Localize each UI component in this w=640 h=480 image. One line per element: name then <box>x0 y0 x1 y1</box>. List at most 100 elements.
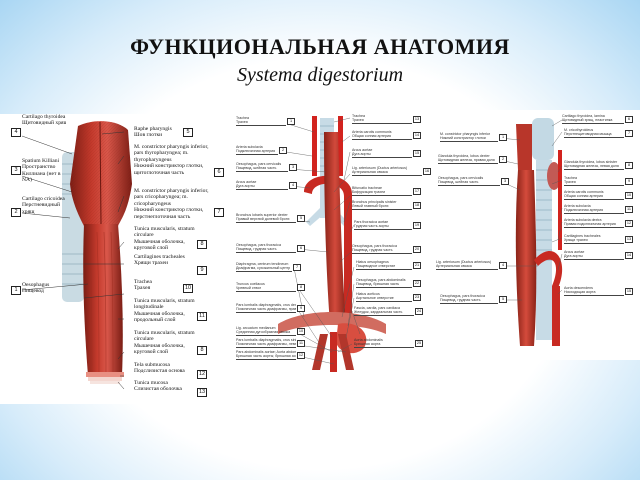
label-russian: Щитовидный хрящ, пластинка <box>562 118 613 123</box>
label-number: 1 <box>287 118 295 125</box>
label-number: 8 <box>197 240 207 249</box>
label-number: 16 <box>423 168 431 175</box>
slide-title: ФУНКЦИОНАЛЬНАЯ АНАТОМИЯ <box>130 34 510 59</box>
label-thyropharyngeus: M. constrictor pharyngis inferior, pars … <box>134 144 209 176</box>
label-russian: Пищевод, грудная часть <box>352 248 393 253</box>
anatomy-label: Lig. arteriosum (Ductus arteriosus)Артер… <box>352 166 422 177</box>
label-cricopharyngeus: M. constrictor pharyngis inferior, pars … <box>134 188 209 220</box>
label-number: 2 <box>499 156 507 163</box>
label-latin: Fascia, cardia, pars cardiaca <box>354 306 400 310</box>
label-latin: Arcus aortae <box>564 250 585 254</box>
label-number: 9 <box>625 178 633 185</box>
label-russian: Брюшная часть аорты; брюшная аорта <box>236 354 296 359</box>
label-latin: Glandula thyroidea, lobus sinister <box>564 160 618 164</box>
label-latin: Arteria subclavia dextra <box>564 218 602 222</box>
label-russian: Правый верхний долевой бронх <box>236 217 290 222</box>
label-latin: Diaphragma, centrum tendineum <box>236 262 289 266</box>
label-latin: Arteria subclavia <box>236 145 263 149</box>
label-number: 8 <box>625 162 633 169</box>
label-number: 25 <box>415 340 423 347</box>
anatomy-label: Pars abdominalis aortae; Aorta abdominal… <box>236 350 296 361</box>
label-russian: Артериальная связка <box>352 170 388 175</box>
label-number: 22 <box>413 280 421 287</box>
label-russian: Хрящи трахеи <box>564 238 588 243</box>
label-number: 8 <box>297 284 305 291</box>
label-latin: Glandula thyroidea, lobus dexter <box>438 154 490 158</box>
label-number: 11 <box>297 340 305 347</box>
label-number: 13 <box>197 388 207 397</box>
label-russian: Общая сонная артерия <box>564 194 603 199</box>
label-russian: Пищевод, грудная часть <box>236 247 277 252</box>
label-number: 5 <box>297 215 305 222</box>
label-russian: Общая сонная артерия <box>352 134 391 139</box>
label-latin: Arcus aortae <box>236 180 257 184</box>
label-latin: Lig. arteriosum (Ductus arteriosus) <box>352 166 408 170</box>
label-latin: Trachea <box>564 176 578 180</box>
label-number: 12 <box>297 352 305 359</box>
label-latin: Oesophagus, pars thoracica <box>352 244 397 248</box>
label-russian: Диафрагма, сухожильный центр <box>236 266 291 271</box>
label-number: 5 <box>183 128 193 137</box>
label-number: 11 <box>625 206 633 213</box>
label-number: 7 <box>214 208 224 217</box>
label-latin: Lig. arcuatum medianum <box>236 326 276 330</box>
label-russian: Нисходящая аорта <box>564 290 596 295</box>
label-number: 14 <box>625 252 633 259</box>
label-russian: Трахея <box>352 118 364 123</box>
label-number: 4 <box>11 128 21 137</box>
label-number: 2 <box>279 147 287 154</box>
label-number: 6 <box>297 245 305 252</box>
slide-subtitle: Systema digestorium <box>236 64 404 86</box>
label-number: 17 <box>413 188 421 195</box>
label-number: 23 <box>413 294 421 301</box>
esophagus-shape <box>324 132 346 324</box>
label-russian: Поясничная часть диафрагмы, левая ножка <box>236 342 296 347</box>
label-russian: Нижний констриктор глотки <box>440 136 486 141</box>
label-number: 3 <box>11 166 21 175</box>
label-number: 3 <box>501 178 509 185</box>
label-russian: Чревный ствол <box>236 286 262 291</box>
label-russian: Грудная часть аорты <box>354 224 389 229</box>
label-russian: Подключичная артерия <box>236 149 276 154</box>
label-latin: Lig. arteriosum (Ductus arteriosus) <box>436 260 492 264</box>
label-number: 19 <box>413 222 421 229</box>
label-russian: Трахея <box>236 120 248 125</box>
label-number: 6 <box>625 116 633 123</box>
anatomy-label: Lig. arteriosum (Ductus arteriosus)Артер… <box>436 260 498 271</box>
label-russian: Трахея <box>564 180 576 185</box>
label-latin: Bifurcatio tracheae <box>352 186 382 190</box>
label-latin: Oesophagus, pars abdominalis <box>356 278 406 282</box>
label-russian: Пищевод, брюшная часть <box>356 282 400 287</box>
label-russian: Щитовидная железа, правая доля <box>438 158 495 163</box>
label-latin: Aorta descendens <box>564 286 593 290</box>
label-latin: Oesophagus, pars thoracica <box>236 243 281 247</box>
label-number: 24 <box>415 308 423 315</box>
label-russian: Срединная дугообразная связка <box>236 330 291 335</box>
label-latin: Arteria carotis communis <box>564 190 604 194</box>
label-russian: Артериальная связка <box>436 264 472 269</box>
label-russian: Желудок, кардиальная часть <box>354 310 403 315</box>
label-latin: Hiatus oesophageus <box>356 260 389 264</box>
label-latin: Bronchus lobaris superior dexter <box>236 213 288 217</box>
label-number: 15 <box>413 150 421 157</box>
label-number: 1 <box>11 286 21 295</box>
